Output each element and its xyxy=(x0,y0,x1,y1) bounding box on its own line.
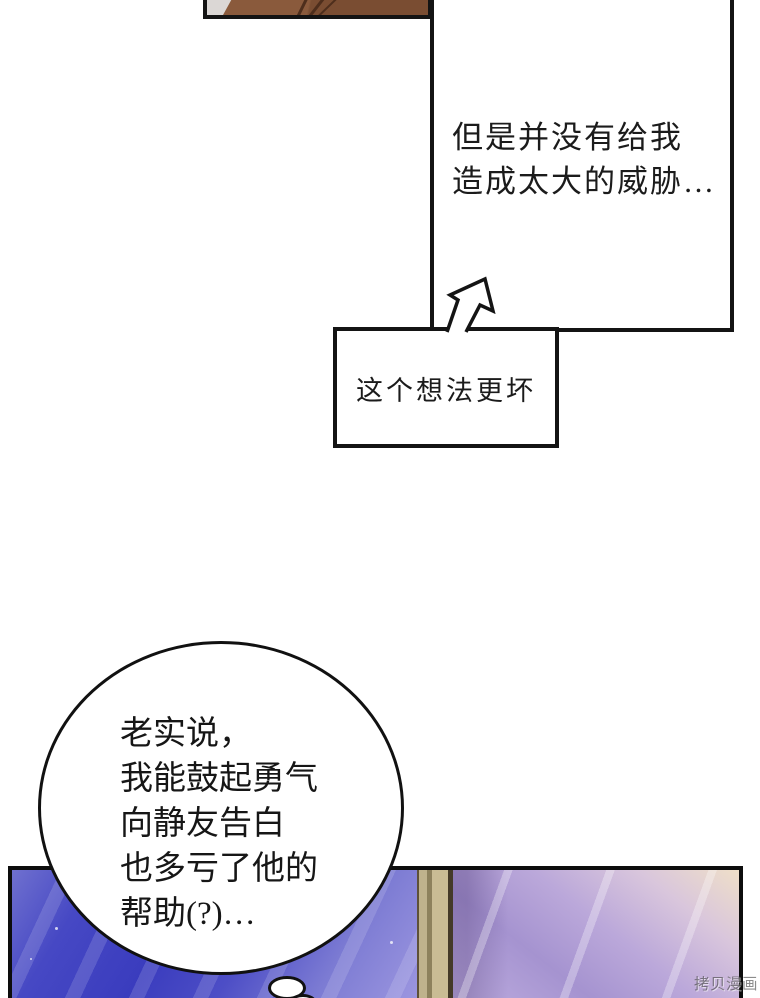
star-speck xyxy=(55,927,58,930)
thought-bubble: 老实说， 我能鼓起勇气 向静友告白 也多亏了他的 帮助(?)… xyxy=(38,641,404,975)
narration-panel: 但是并没有给我 造成太大的威胁… xyxy=(430,0,734,332)
light-streaks-right xyxy=(453,870,739,998)
star-speck xyxy=(30,958,32,960)
watermark: 拷贝漫画 xyxy=(694,975,759,993)
pillar-shadow xyxy=(453,870,739,998)
thought-bubble-line: 老实说， xyxy=(120,716,252,752)
thought-bubble-line: 向静友告白 xyxy=(120,806,285,842)
thought-bubble-line: 我能鼓起勇气 xyxy=(120,761,318,797)
top-partial-panel xyxy=(203,0,432,19)
narration-line: 但是并没有给我 xyxy=(452,120,683,155)
thought-bubble-line: 帮助(?)… xyxy=(120,896,256,932)
thought-bubble-text: 老实说， 我能鼓起勇气 向静友告白 也多亏了他的 帮助(?)… xyxy=(120,712,318,937)
narration-text: 但是并没有给我 造成太大的威胁… xyxy=(452,116,716,204)
star-speck xyxy=(390,941,393,944)
scene-lavender-gradient xyxy=(453,870,739,998)
thought-label-box: 这个想法更坏 xyxy=(333,327,559,448)
thought-label-text: 这个想法更坏 xyxy=(356,376,536,407)
thought-bubble-line: 也多亏了他的 xyxy=(120,851,318,887)
narration-line: 造成太大的威胁… xyxy=(452,164,716,199)
scene-wooden-pillar xyxy=(417,870,453,998)
